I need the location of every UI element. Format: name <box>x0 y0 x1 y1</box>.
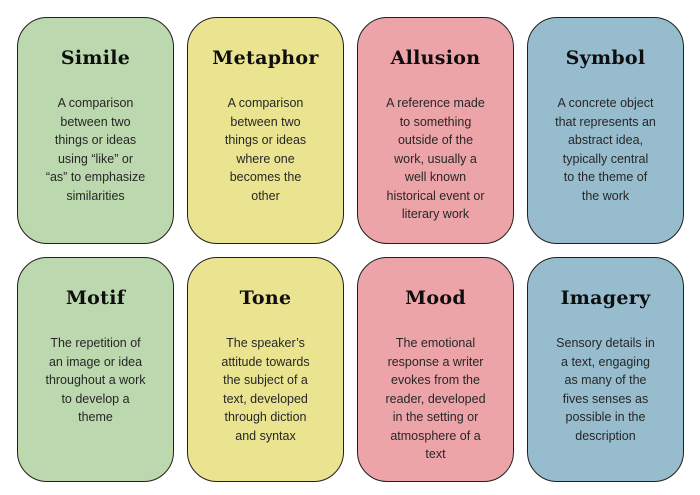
card-definition: The speaker’s attitude towards the subje… <box>221 336 310 443</box>
card-definition: The repetition of an image or idea throu… <box>45 336 146 424</box>
card-title: Allusion <box>390 47 481 69</box>
card-definition: A reference made to something outside of… <box>386 96 485 221</box>
card-symbol: Symbol A concrete object that represents… <box>527 17 684 244</box>
card-tone: Tone The speaker’s attitude towards the … <box>187 257 344 482</box>
card-title: Symbol <box>565 47 646 69</box>
card-title: Tone <box>239 287 292 309</box>
card-allusion: Allusion A reference made to something o… <box>357 17 514 244</box>
card-definition: A concrete object that represents an abs… <box>555 96 656 203</box>
card-simile: Simile A comparison between two things o… <box>17 17 174 244</box>
card-title: Metaphor <box>212 47 319 69</box>
card-title: Mood <box>405 287 466 309</box>
card-mood: Mood The emotional response a writer evo… <box>357 257 514 482</box>
card-title: Simile <box>60 47 131 69</box>
card-imagery: Imagery Sensory details in a text, engag… <box>527 257 684 482</box>
card-definition: The emotional response a writer evokes f… <box>385 336 486 461</box>
card-title: Motif <box>65 287 126 309</box>
card-title: Imagery <box>560 287 651 309</box>
card-definition: A comparison between two things or ideas… <box>224 96 307 203</box>
card-definition: Sensory details in a text, engaging as m… <box>556 336 655 443</box>
card-metaphor: Metaphor A comparison between two things… <box>187 17 344 244</box>
card-definition: A comparison between two things or ideas… <box>45 96 146 203</box>
card-motif: Motif The repetition of an image or idea… <box>17 257 174 482</box>
